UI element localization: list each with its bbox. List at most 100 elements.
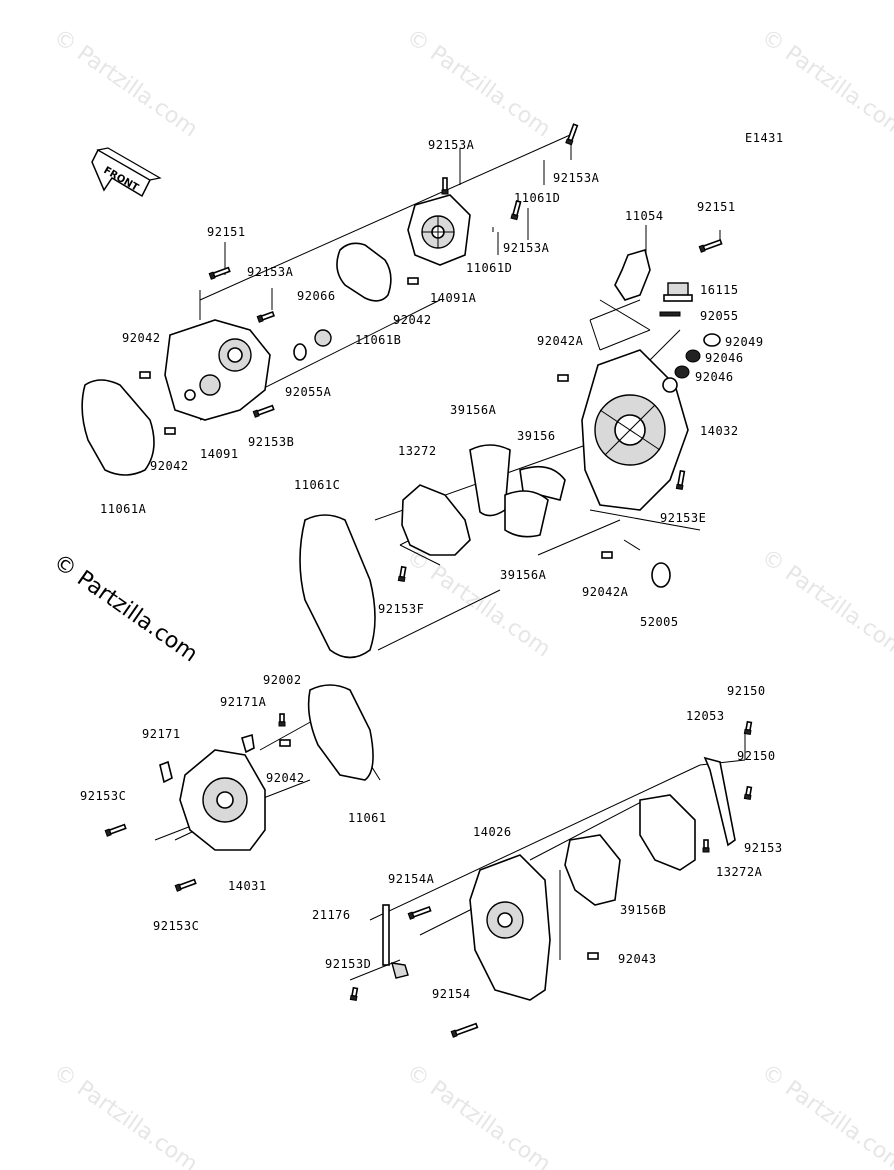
part-label-92153a: 92153A [428, 138, 475, 152]
part-label-92151: 92151 [207, 225, 246, 239]
cover-14091 [164, 319, 271, 421]
part-label-11061d: 11061D [466, 261, 512, 275]
part-label-52005: 52005 [640, 615, 679, 629]
cover-14091A [407, 194, 471, 266]
part-label-11061d: 11061D [514, 191, 560, 205]
part-label-92151: 92151 [697, 200, 736, 214]
part-label-14091a: 14091A [430, 291, 477, 305]
cover-14026 [469, 854, 551, 1001]
part-label-92046: 92046 [695, 370, 734, 384]
watermark-text: © Partzilla.com [757, 24, 894, 142]
watermark-text-dark: © Partzilla.com [49, 549, 202, 667]
watermark-text: © Partzilla.com [402, 544, 555, 662]
pad-39156A-2 [504, 490, 549, 538]
seal-52005 [651, 562, 671, 588]
clamp-92171 [159, 760, 173, 784]
bolts [104, 123, 753, 1038]
clutch-cover-14032 [581, 349, 689, 511]
part-label-92154a: 92154A [388, 872, 435, 886]
diagram-code: E1431 [745, 131, 784, 145]
part-label-21176: 21176 [312, 908, 351, 922]
part-label-92153a: 92153A [247, 265, 294, 279]
dowel [407, 277, 419, 285]
part-label-92042: 92042 [122, 331, 161, 345]
cap-16115 [663, 282, 693, 302]
part-label-92153c: 92153C [80, 789, 126, 803]
part-label-92055a: 92055A [285, 385, 332, 399]
part-label-92066: 92066 [297, 289, 336, 303]
plate-13272A [639, 794, 696, 871]
part-label-11061b: 11061B [355, 333, 401, 347]
part-label-39156b: 39156B [620, 903, 666, 917]
part-label-13272: 13272 [398, 444, 437, 458]
bearing-92046 [685, 349, 701, 363]
part-label-13272a: 13272A [716, 865, 763, 879]
part-label-92153b: 92153B [248, 435, 294, 449]
part-label-92153a: 92153A [553, 171, 600, 185]
dowel [139, 371, 151, 379]
part-label-92153e: 92153E [660, 511, 706, 525]
part-label-92042a: 92042A [537, 334, 584, 348]
part-label-92153: 92153 [744, 841, 783, 855]
part-label-92154: 92154 [432, 987, 471, 1001]
part-label-92171a: 92171A [220, 695, 267, 709]
watermark-text: © Partzilla.com [757, 1059, 894, 1170]
dowel [557, 374, 569, 382]
gasket-11061 [307, 684, 374, 781]
gasket-11061B [336, 242, 392, 302]
watermark-text: © Partzilla.com [402, 24, 555, 142]
part-label-92153f: 92153F [378, 602, 424, 616]
watermark-text: © Partzilla.com [49, 1059, 202, 1170]
part-label-11061: 11061 [348, 811, 387, 825]
part-label-92049: 92049 [725, 335, 764, 349]
part-label-92042: 92042 [393, 313, 432, 327]
watermark-text: © Partzilla.com [402, 1059, 555, 1170]
clamp-92171A [241, 733, 255, 754]
part-label-92002: 92002 [263, 673, 302, 687]
watermark-text: © Partzilla.com [49, 24, 202, 142]
part-label-14091: 14091 [200, 447, 239, 461]
part-label-92171: 92171 [142, 727, 181, 741]
part-label-39156a: 39156A [450, 403, 497, 417]
part-label-14026: 14026 [473, 825, 512, 839]
part-label-92043: 92043 [618, 952, 657, 966]
part-label-39156: 39156 [517, 429, 556, 443]
dowel [601, 551, 613, 559]
gasket-11061C [299, 514, 376, 659]
part-label-11061a: 11061A [100, 502, 147, 516]
guide-12053 [703, 756, 736, 847]
gasket-11061A [81, 379, 155, 476]
dowel [587, 952, 599, 960]
part-label-92042: 92042 [150, 459, 189, 473]
part-label-92042: 92042 [266, 771, 305, 785]
dowel [164, 427, 176, 435]
part-labels: 92153A 92153A 11061D 92153A 11061D 11054 92151… [80, 138, 783, 1001]
plate-13272 [401, 484, 471, 556]
oring-92055 [659, 311, 681, 317]
part-label-92153d: 92153D [325, 957, 371, 971]
pad-39156B [564, 834, 621, 906]
cover-14031 [179, 749, 266, 851]
pad-39156A-1 [469, 444, 511, 517]
front-arrow-icon: FRONT [91, 147, 162, 198]
part-label-14031: 14031 [228, 879, 267, 893]
watermark-text: © Partzilla.com [757, 544, 894, 662]
rod-21176 [382, 904, 409, 979]
part-label-92055: 92055 [700, 309, 739, 323]
part-label-92153c: 92153C [153, 919, 199, 933]
part-label-92046: 92046 [705, 351, 744, 365]
part-label-92150: 92150 [727, 684, 766, 698]
dowel [279, 739, 291, 747]
part-label-11054: 11054 [625, 209, 664, 223]
part-label-92042a: 92042A [582, 585, 629, 599]
bracket-11054 [614, 248, 651, 301]
part-label-14032: 14032 [700, 424, 739, 438]
part-label-92153a: 92153A [503, 241, 550, 255]
seal-92066 [314, 329, 332, 347]
oring-92055A [293, 343, 307, 361]
part-label-92150: 92150 [737, 749, 776, 763]
part-label-16115: 16115 [700, 283, 739, 297]
part-label-11061c: 11061C [294, 478, 340, 492]
